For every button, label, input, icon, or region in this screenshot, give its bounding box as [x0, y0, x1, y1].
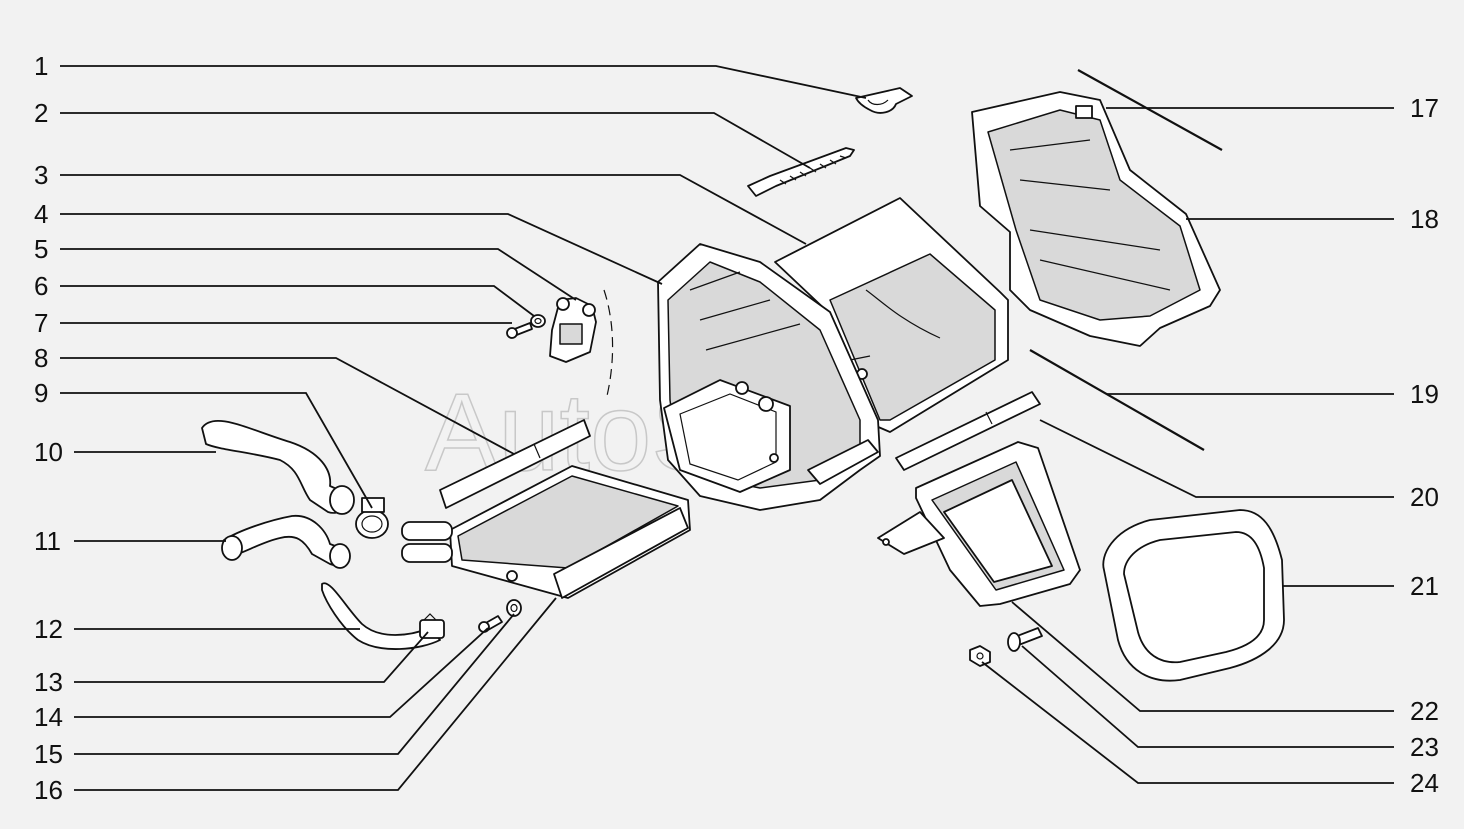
part-seal-strip [439, 419, 591, 509]
part-rod-lower [1029, 349, 1205, 451]
leader-lines [60, 65, 1394, 791]
callout-1: 1 [34, 51, 48, 81]
part-heater-core [401, 465, 691, 599]
callout-20: 20 [1410, 482, 1439, 512]
part-upper-hose [201, 419, 355, 515]
callout-6: 6 [34, 271, 48, 301]
callout-3: 3 [34, 160, 48, 190]
part-flap-actuator [549, 297, 597, 363]
part-filter-frame [877, 441, 1081, 607]
part-nut [969, 645, 991, 667]
part-washer [530, 314, 546, 328]
part-seal-strip-2 [895, 391, 1041, 471]
callout-17: 17 [1410, 93, 1439, 123]
callout-2: 2 [34, 98, 48, 128]
callout-10: 10 [34, 437, 63, 467]
part-lower-hose [221, 515, 351, 569]
part-screw-small [506, 322, 533, 339]
callout-18: 18 [1410, 204, 1439, 234]
callout-4: 4 [34, 199, 48, 229]
callout-8: 8 [34, 343, 48, 373]
callout-labels: 1 2 3 4 5 6 7 8 9 10 11 12 13 14 15 16 1… [34, 51, 1439, 805]
callout-11: 11 [34, 526, 61, 556]
part-heater-housing [657, 243, 881, 511]
callout-7: 7 [34, 308, 48, 338]
assembly-dash-line [603, 289, 614, 401]
part-bypass-hose [321, 582, 441, 650]
callout-21: 21 [1410, 571, 1439, 601]
callout-16: 16 [34, 775, 63, 805]
callout-5: 5 [34, 234, 48, 264]
part-rod-upper [1077, 69, 1223, 151]
part-filter-seal [1102, 509, 1285, 682]
callout-9: 9 [34, 378, 48, 408]
callout-24: 24 [1410, 768, 1439, 798]
part-hose-clamp [355, 497, 389, 539]
part-cable-tie [747, 147, 855, 197]
part-washer-2 [506, 599, 522, 617]
part-screw [478, 615, 503, 633]
callout-14: 14 [34, 702, 63, 732]
callout-19: 19 [1410, 379, 1439, 409]
callout-22: 22 [1410, 696, 1439, 726]
part-air-duct [971, 91, 1221, 347]
callout-23: 23 [1410, 732, 1439, 762]
callout-12: 12 [34, 614, 63, 644]
part-clip [855, 87, 913, 114]
part-bolt [1007, 627, 1043, 652]
part-hose-clip [419, 613, 445, 639]
callout-13: 13 [34, 667, 63, 697]
callout-15: 15 [34, 739, 63, 769]
